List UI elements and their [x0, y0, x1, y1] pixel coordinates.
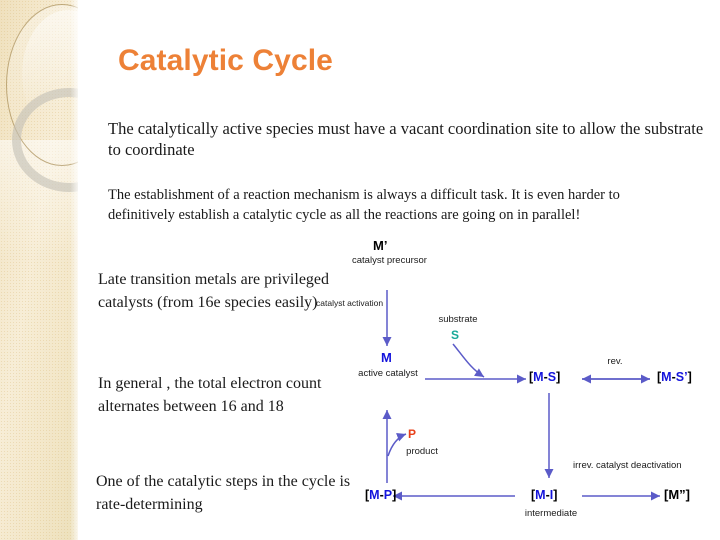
dash: - [379, 488, 384, 502]
bracket-close: ] [556, 370, 561, 384]
caption-intermediate: intermediate [524, 508, 578, 519]
substrate-prime-symbol: S’ [675, 370, 688, 384]
caption-substrate: substrate [438, 314, 478, 325]
paragraph-late-transition-metals: Late transition metals are privileged ca… [98, 271, 330, 311]
dash: - [543, 370, 548, 384]
caption-catalyst-precursor: catalyst precursor [352, 255, 427, 266]
intermediate-symbol: I [549, 488, 554, 502]
bracket-close: ] [687, 370, 692, 384]
paragraph-active-species: The catalytically active species must ha… [108, 119, 704, 159]
metal-symbol: M [661, 370, 672, 384]
metal-symbol: M [369, 488, 380, 502]
substrate-symbol: S [547, 370, 557, 384]
bracket-open: [ [365, 488, 370, 502]
bracket-open: [ [657, 370, 662, 384]
node-active-catalyst: M [381, 350, 392, 365]
caption-active-catalyst: active catalyst [358, 368, 418, 379]
bracket-open: [ [529, 370, 534, 384]
arrow-product-out [387, 432, 407, 457]
bracket-close: ] [392, 488, 397, 502]
small-ring-decoration [12, 88, 78, 192]
node-m-s: [M-S] [529, 370, 560, 384]
node-m-i: [M-I] [531, 488, 557, 502]
product-symbol: P [383, 488, 393, 502]
diagram-arrows [382, 290, 660, 501]
page-title: Catalytic Cycle [118, 44, 333, 77]
dash: - [545, 488, 550, 502]
symbol-substrate: S [451, 328, 460, 342]
node-m-p: [M-P] [365, 488, 396, 502]
catalytic-cycle-diagram: M’ catalyst precursor catalyst activatio… [316, 238, 720, 538]
node-catalyst-precursor: M’ [373, 238, 388, 253]
symbol-product: P [408, 427, 417, 441]
bracket-close: ] [553, 488, 558, 502]
caption-product: product [406, 446, 438, 457]
paragraph-electron-count: In general , the total electron count al… [98, 375, 322, 415]
metal-symbol: M [535, 488, 546, 502]
node-deactivated-metal: [M”] [664, 487, 690, 502]
dash: - [671, 370, 676, 384]
node-m-s-prime: [M-S’] [657, 370, 692, 384]
decorative-sidebar [0, 0, 78, 540]
arrow-substrate-in [452, 343, 485, 378]
metal-symbol: M [533, 370, 544, 384]
paragraph-rate-determining: One of the catalytic steps in the cycle … [96, 473, 351, 513]
label-catalyst-activation: catalyst activation [316, 298, 384, 308]
bracket-open: [ [531, 488, 536, 502]
label-irreversible-deactivation: irrev. catalyst deactivation [573, 460, 682, 471]
sidebar-edge-fade [70, 0, 79, 540]
paragraph-mechanism: The establishment of a reaction mechanis… [108, 187, 620, 223]
label-reversible: rev. [607, 356, 623, 367]
